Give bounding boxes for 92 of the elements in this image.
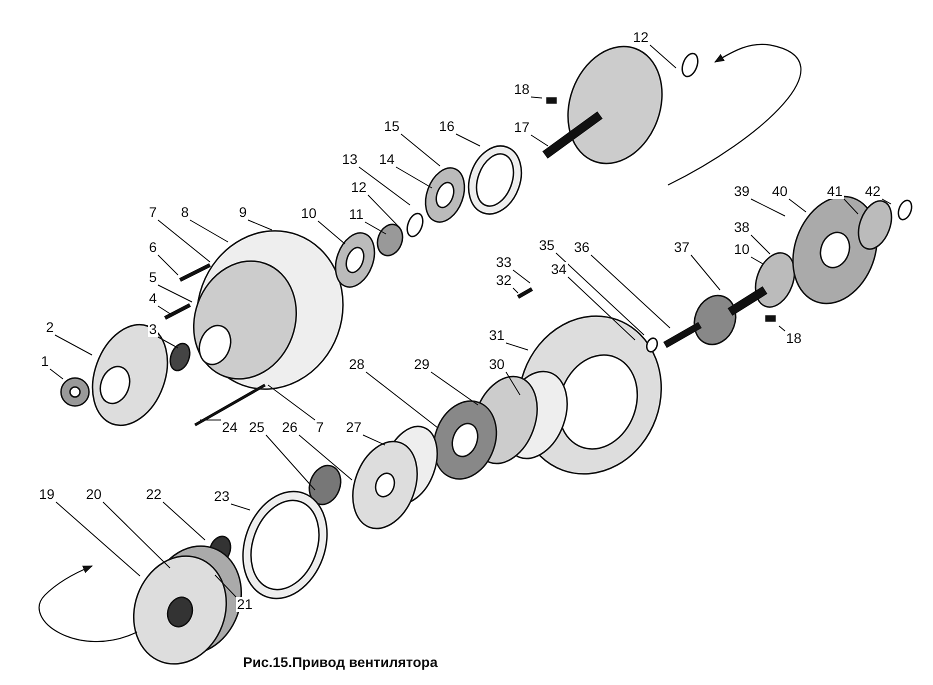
callout-number: 26 xyxy=(281,420,299,435)
callout-number: 29 xyxy=(413,357,431,372)
callout-number: 21 xyxy=(236,597,254,612)
leader-line xyxy=(266,434,316,490)
leader-line xyxy=(750,256,764,264)
callout-number: 33 xyxy=(495,255,513,270)
leader-line xyxy=(396,166,432,188)
callout-number: 2 xyxy=(45,320,55,335)
callout-number: 5 xyxy=(148,270,158,285)
callout-number: 4 xyxy=(148,291,158,306)
callout-number: 18 xyxy=(513,82,531,97)
callout-number: 11 xyxy=(348,207,365,222)
callout-number: 9 xyxy=(238,205,248,220)
leader-line xyxy=(778,326,786,332)
leader-line xyxy=(56,502,140,576)
callout-number: 22 xyxy=(145,487,163,502)
leader-line xyxy=(54,334,92,356)
leader-line xyxy=(190,220,228,242)
callout-number: 28 xyxy=(348,357,366,372)
callout-number: 6 xyxy=(148,240,158,255)
leader-line xyxy=(690,254,720,290)
leader-line xyxy=(882,198,892,204)
callout-number: 12 xyxy=(350,180,368,195)
leader-line xyxy=(788,198,806,212)
callout-number: 14 xyxy=(378,152,396,167)
leader-line xyxy=(366,372,438,428)
leader-line xyxy=(400,134,440,166)
callout-number: 35 xyxy=(538,238,556,253)
leader-line xyxy=(158,220,210,262)
callout-number: 7 xyxy=(315,420,325,435)
leader-line xyxy=(430,372,478,406)
leader-line xyxy=(358,166,410,206)
leader-line xyxy=(750,234,770,254)
leader-line xyxy=(364,222,386,234)
callout-number: 3 xyxy=(148,322,158,337)
leader-line xyxy=(230,504,250,510)
callout-number: 25 xyxy=(248,420,266,435)
callout-number: 36 xyxy=(573,240,591,255)
callout-number: 15 xyxy=(383,119,401,134)
callout-number: 20 xyxy=(85,487,103,502)
callout-number: 10 xyxy=(300,206,318,221)
leader-line xyxy=(368,194,400,228)
callout-number: 38 xyxy=(733,220,751,235)
leader-line xyxy=(650,44,676,68)
callout-number: 27 xyxy=(345,420,363,435)
leader-line xyxy=(844,198,858,214)
callout-number: 8 xyxy=(180,205,190,220)
leader-line xyxy=(214,574,236,598)
callout-number: 24 xyxy=(221,420,239,435)
leader-line xyxy=(248,220,272,230)
figure-caption: Рис.15.Привод вентилятора xyxy=(243,654,438,670)
leader-line xyxy=(506,342,528,350)
callout-number: 41 xyxy=(826,184,844,199)
leader-line xyxy=(158,336,178,348)
callout-number: 42 xyxy=(864,184,882,199)
callout-number: 30 xyxy=(488,357,506,372)
leader-line xyxy=(362,434,386,446)
leader-line xyxy=(158,284,192,302)
leader-line xyxy=(530,134,548,146)
leader-line xyxy=(556,252,644,336)
leader-line xyxy=(50,368,64,380)
leader-line xyxy=(512,288,518,294)
leader-line xyxy=(102,502,170,568)
callout-number: 7 xyxy=(148,205,158,220)
callout-number: 37 xyxy=(673,240,691,255)
callout-number: 10 xyxy=(733,242,751,257)
leader-line xyxy=(158,254,178,276)
leader-line xyxy=(318,220,346,244)
leader-line xyxy=(162,502,206,540)
leader-line xyxy=(456,134,480,146)
leader-line xyxy=(298,434,352,480)
callout-number: 34 xyxy=(550,262,568,277)
callout-number: 16 xyxy=(438,119,456,134)
leader-line xyxy=(568,276,636,340)
leader-line xyxy=(512,270,530,284)
callout-number: 13 xyxy=(341,152,359,167)
leader-line xyxy=(530,96,542,98)
callout-number: 31 xyxy=(488,328,506,343)
callout-number: 19 xyxy=(38,487,56,502)
leader-line xyxy=(506,372,520,396)
callout-number: 39 xyxy=(733,184,751,199)
callout-number: 23 xyxy=(213,489,231,504)
callout-number: 32 xyxy=(495,273,513,288)
callout-number: 12 xyxy=(632,30,650,45)
callout-number: 1 xyxy=(40,354,50,369)
leader-line xyxy=(268,384,316,420)
leader-line xyxy=(750,198,786,216)
leader-line xyxy=(158,306,172,316)
callout-number: 18 xyxy=(785,331,803,346)
callout-number: 17 xyxy=(513,120,531,135)
callout-number: 40 xyxy=(771,184,789,199)
leader-line xyxy=(590,254,670,328)
